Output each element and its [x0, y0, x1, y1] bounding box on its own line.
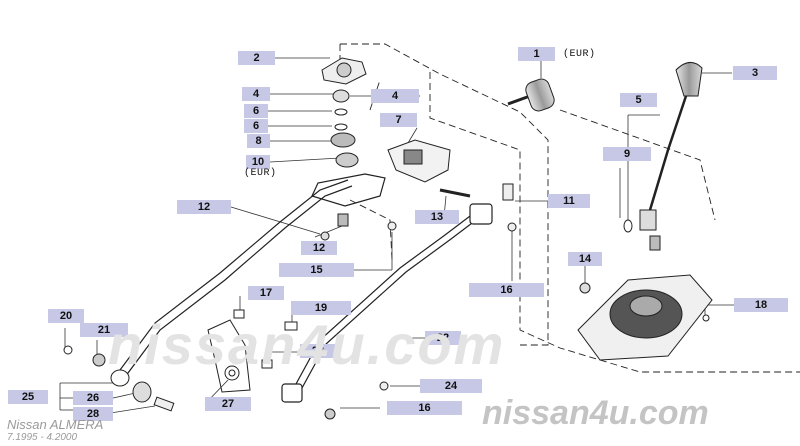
watermark-bottom-right: nissan4u.com [482, 394, 709, 432]
shift-knob-eur [507, 78, 555, 112]
callout-4: 4 [371, 89, 419, 103]
callout-6: 6 [244, 119, 268, 133]
callout-16: 16 [387, 401, 462, 415]
callout-19: 19 [291, 301, 351, 315]
callout-2: 2 [238, 51, 275, 65]
callout-24: 24 [420, 379, 482, 393]
callout-23: 23 [300, 344, 336, 358]
callout-21: 21 [80, 323, 128, 337]
callout-26: 26 [73, 391, 113, 405]
note-eur-10: (EUR) [244, 168, 277, 179]
callout-6: 6 [244, 104, 268, 118]
left-bracket [207, 319, 251, 393]
watermark-center: nissan4u.com [108, 313, 506, 376]
callout-17: 17 [248, 286, 284, 300]
callout-12: 12 [301, 241, 337, 255]
callout-20: 20 [48, 309, 84, 323]
callout-12: 12 [177, 200, 231, 214]
callout-13: 13 [415, 210, 459, 224]
callout-8: 8 [247, 134, 270, 148]
callout-25: 25 [8, 390, 48, 404]
top-socket-parts [321, 57, 367, 168]
callout-11: 11 [548, 194, 590, 208]
callout-27: 27 [205, 397, 251, 411]
caption-model: Nissan ALMERA [7, 417, 104, 432]
shift-lever [623, 62, 703, 251]
support-rod [281, 203, 493, 403]
callout-18: 18 [734, 298, 788, 312]
shift-boot-housing [577, 274, 713, 361]
leader-lines [59, 57, 734, 415]
end-bushing [63, 345, 175, 412]
callout-10: 10 [246, 155, 270, 169]
bracket-7 [387, 139, 451, 183]
callout-5: 5 [620, 93, 657, 107]
callout-22: 22 [425, 331, 461, 345]
callout-4: 4 [242, 87, 270, 101]
callout-14: 14 [568, 252, 602, 266]
shift-linkage-rod [119, 173, 386, 378]
note-eur-1: (EUR) [563, 49, 596, 60]
callout-15: 15 [279, 263, 354, 277]
callout-16: 16 [469, 283, 544, 297]
fasteners [233, 183, 591, 420]
callout-7: 7 [380, 113, 417, 127]
callout-3: 3 [733, 66, 777, 80]
callout-9: 9 [603, 147, 651, 161]
caption-dates: 7.1995 - 4.2000 [7, 432, 78, 443]
callout-1: 1 [518, 47, 555, 61]
callout-28: 28 [73, 407, 113, 421]
